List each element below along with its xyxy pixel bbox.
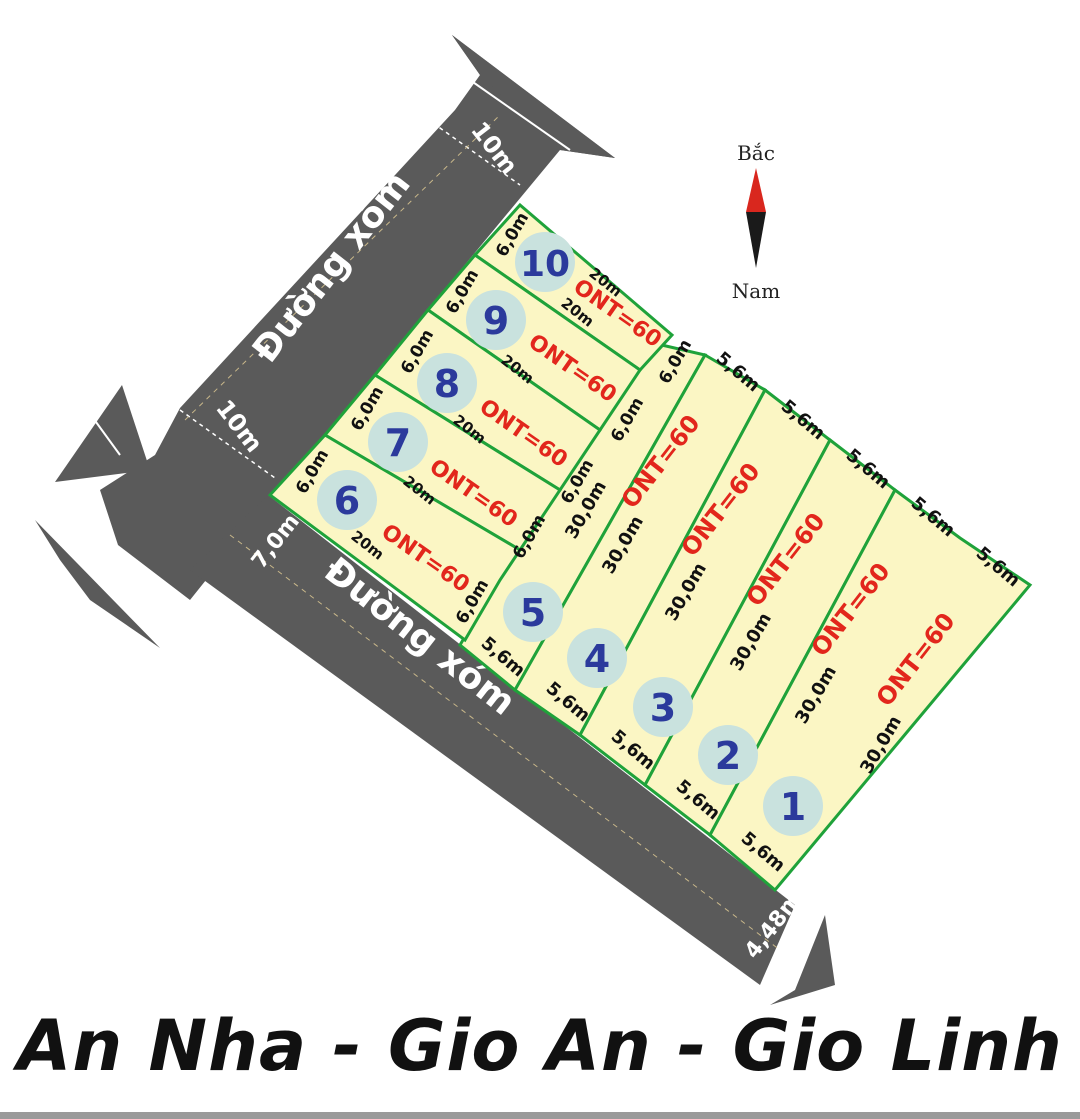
lot-2-number: 2 <box>715 734 741 778</box>
compass-south-label: Nam <box>732 279 780 303</box>
lot-7-number: 7 <box>385 421 411 465</box>
left-arrow-upper-icon <box>55 385 150 482</box>
lot-1-number: 1 <box>780 785 806 829</box>
left-arrow-lower-icon <box>35 520 160 648</box>
lot-3-number: 3 <box>650 686 676 730</box>
lot-4-number: 4 <box>584 637 610 681</box>
compass-south-arrow-icon <box>746 212 766 268</box>
location-title: An Nha - Gio An - Gio Linh <box>17 1005 1063 1087</box>
compass-north-label: Bắc <box>737 141 775 165</box>
compass: Bắc Nam <box>732 141 780 303</box>
upper-road-arrow-icon <box>452 35 615 158</box>
lower-road-surface <box>190 495 795 985</box>
bottom-divider <box>0 1112 1080 1119</box>
lot-5-number: 5 <box>520 591 546 635</box>
lower-road-arrow-icon <box>770 915 835 1005</box>
lot-10-number: 10 <box>520 244 570 285</box>
lot-numbers: 1 2 3 4 5 6 7 8 9 10 <box>317 232 823 836</box>
compass-north-arrow-icon <box>746 168 766 212</box>
upper-road-surface <box>100 35 615 600</box>
lot-9-number: 9 <box>483 299 509 343</box>
lot-6-number: 6 <box>334 479 360 523</box>
lot-8-number: 8 <box>434 362 460 406</box>
